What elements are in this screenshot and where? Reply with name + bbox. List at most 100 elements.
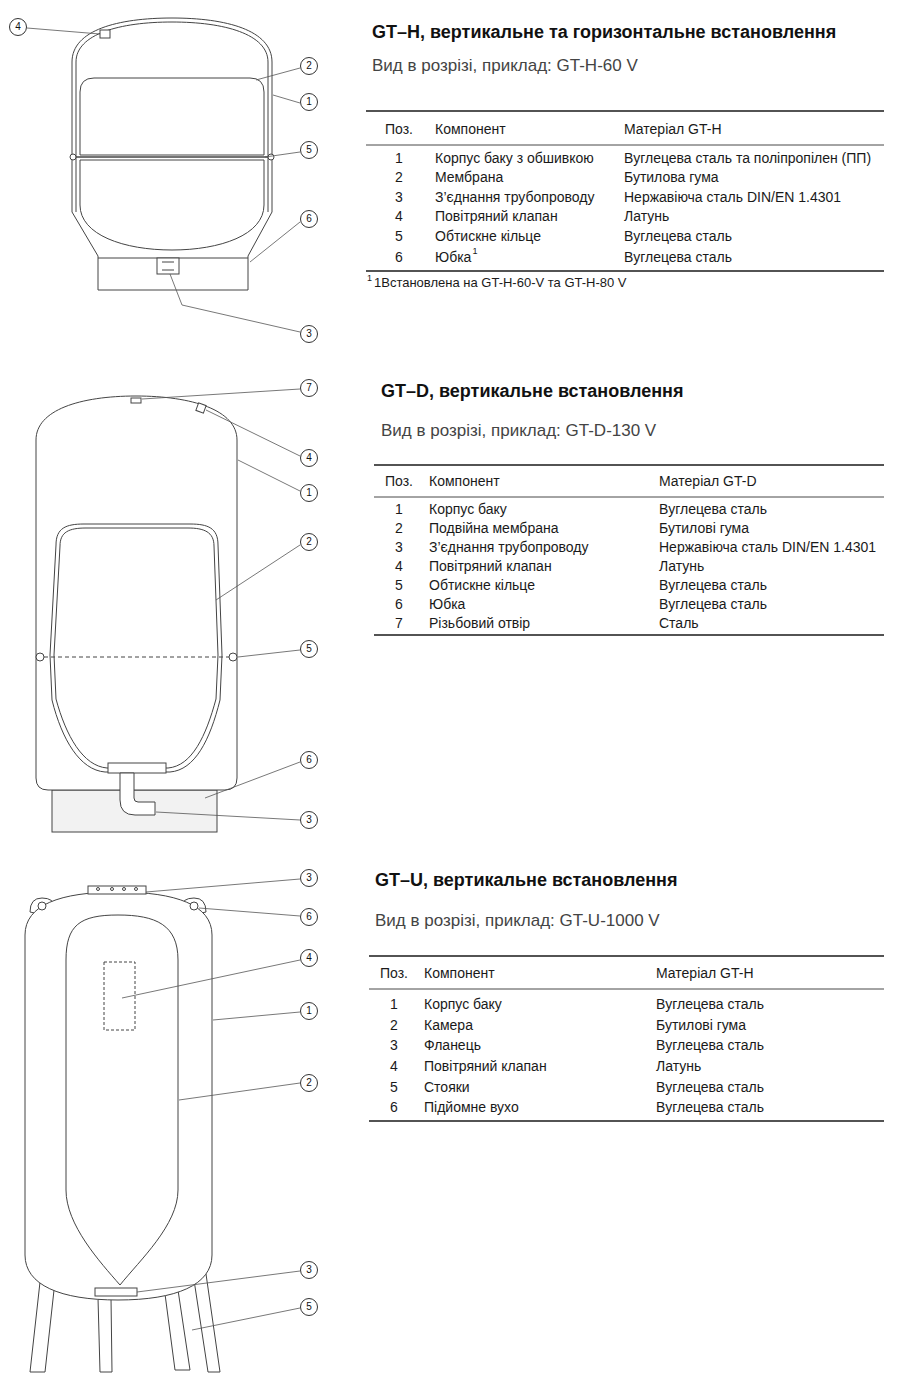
tank-gt-d xyxy=(54,528,218,768)
table-cell: 2 xyxy=(384,519,414,537)
table-rule xyxy=(374,634,884,636)
tank-gt-h xyxy=(70,18,274,290)
callout-number: 6 xyxy=(306,214,312,224)
table-cell: Нержавіюча сталь DIN/EN 1.4301 xyxy=(659,538,876,556)
table-cell: Латунь xyxy=(656,1057,701,1075)
callout-number: 3 xyxy=(306,815,312,825)
table-header: Поз. xyxy=(384,120,414,138)
tank-gt-h xyxy=(100,30,110,38)
callout-number: 3 xyxy=(306,873,312,883)
callout-number: 2 xyxy=(300,1074,318,1092)
tank-gt-h xyxy=(76,62,77,212)
leader-line xyxy=(273,95,300,103)
leader-line xyxy=(216,545,300,600)
callout-number: 3 xyxy=(306,1265,312,1275)
tank-gt-d xyxy=(108,763,166,773)
table-cell: 6 xyxy=(379,1098,409,1116)
table-cell: Стояки xyxy=(424,1078,470,1096)
table-cell: Вуглецева сталь xyxy=(656,995,764,1013)
table-rule xyxy=(374,497,884,498)
leader-line xyxy=(238,460,300,491)
table-cell: Юбка xyxy=(435,248,471,266)
section-heading: GT–H, вертикальне та горизонтальне встан… xyxy=(372,21,836,43)
table-cell: Повітряний клапан xyxy=(429,557,552,575)
tank-gt-h xyxy=(162,270,174,271)
leader-line xyxy=(179,1083,300,1100)
callout-number: 5 xyxy=(300,141,318,159)
table-rule xyxy=(374,464,884,466)
table-cell: Вуглецева сталь xyxy=(656,1036,764,1054)
table-rule xyxy=(366,270,884,272)
table-header: Матеріал GT-D xyxy=(659,472,757,490)
callout-number: 1 xyxy=(306,1006,312,1016)
leader-line xyxy=(205,762,300,798)
tank-gt-u xyxy=(111,888,114,891)
leader-line xyxy=(238,650,300,657)
table-cell: Різьбовий отвір xyxy=(429,614,530,632)
callout-number: 6 xyxy=(306,755,312,765)
tank-gt-u xyxy=(135,888,138,891)
table-cell: Вуглецева сталь xyxy=(624,227,732,245)
leader-line xyxy=(213,1012,300,1020)
table-cell: З’єднання трубопроводу xyxy=(429,538,588,556)
tank-gt-h xyxy=(80,160,264,250)
tank-gt-d xyxy=(50,524,222,772)
leader-line xyxy=(142,389,300,820)
table-cell: 5 xyxy=(384,227,414,245)
table-cell: 3 xyxy=(384,538,414,556)
table-cell: Юбка xyxy=(429,595,465,613)
callout-number: 4 xyxy=(15,22,21,32)
tank-gt-u xyxy=(98,1298,112,1372)
tank-gt-d xyxy=(196,403,206,413)
table-cell: 3 xyxy=(384,188,414,206)
callout-number: 5 xyxy=(300,1298,318,1316)
leader-line xyxy=(170,274,300,332)
leader-line xyxy=(250,222,300,262)
callout-number: 5 xyxy=(306,644,312,654)
leader-line xyxy=(265,152,300,157)
tank-gt-d xyxy=(36,396,237,790)
tank-gt-d xyxy=(120,773,155,815)
callout-number: 4 xyxy=(306,453,312,463)
leader-line xyxy=(137,1271,300,1292)
tank-gt-h xyxy=(72,18,272,290)
leader-line xyxy=(122,879,300,1330)
callout-number: 2 xyxy=(306,537,312,547)
tank-gt-d xyxy=(36,653,44,661)
tank-gt-u xyxy=(38,902,46,910)
callout-number: 4 xyxy=(300,449,318,467)
callout-number: 5 xyxy=(300,640,318,658)
table-cell: Нержавіюча сталь DIN/EN 1.4301 xyxy=(624,188,841,206)
table-header: Матеріал GT-H xyxy=(624,120,722,138)
callout-number: 6 xyxy=(300,210,318,228)
tank-gt-u xyxy=(194,1274,220,1372)
table-cell: 6 xyxy=(384,595,414,613)
callout-number: 6 xyxy=(300,751,318,769)
table-cell: 4 xyxy=(379,1057,409,1075)
tank-gt-u xyxy=(190,902,198,910)
callout-number: 3 xyxy=(300,325,318,343)
table-cell: Сталь xyxy=(659,614,699,632)
tank-gt-h xyxy=(157,258,179,274)
table-rule xyxy=(366,110,884,112)
table-header: Матеріал GT-H xyxy=(656,964,754,982)
section-heading: GT–U, вертикальне встановлення xyxy=(375,869,678,891)
callout-number: 2 xyxy=(306,61,312,71)
table-cell: Вуглецева сталь xyxy=(656,1078,764,1096)
table-cell: Бутилові гума xyxy=(659,519,749,537)
tank-gt-d xyxy=(44,657,230,658)
callout-number: 3 xyxy=(300,1261,318,1279)
table-cell: Подвійна мембрана xyxy=(429,519,558,537)
table-cell: Підйомне вухо xyxy=(424,1098,519,1116)
tank-gt-d xyxy=(131,398,141,403)
table-cell: 4 xyxy=(384,557,414,575)
tank-gt-d xyxy=(36,396,237,832)
tank-gt-u xyxy=(95,1288,137,1296)
leader-line xyxy=(199,908,300,916)
table-cell: Вуглецева сталь та поліпропілен (ПП) xyxy=(624,149,871,167)
callout-number: 2 xyxy=(300,57,318,75)
leader-line xyxy=(146,879,300,892)
tank-gt-h xyxy=(72,156,272,157)
leader-line xyxy=(156,812,300,820)
leader-line xyxy=(142,389,300,399)
